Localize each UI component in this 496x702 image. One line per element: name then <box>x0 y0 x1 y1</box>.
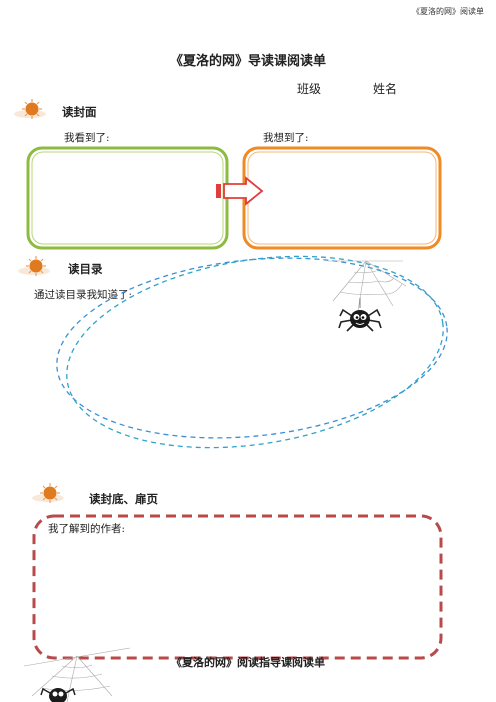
footer-title: 《夏洛的网》阅读指导课阅读单 <box>171 656 325 669</box>
orange-answer-box[interactable] <box>241 145 443 251</box>
section-title-contents: 读目录 <box>68 262 103 276</box>
red-dashed-answer-box[interactable] <box>30 512 445 662</box>
prompt-contents: 通过读目录我知道了: <box>34 289 133 301</box>
header-note: 《夏洛的网》阅读单 <box>412 7 484 16</box>
cobweb-icon <box>328 260 407 312</box>
cobweb-icon <box>23 647 131 702</box>
prompt-thought: 我想到了: <box>263 132 309 144</box>
sun-icon <box>18 256 50 276</box>
page-title: 《夏洛的网》导读课阅读单 <box>169 54 326 69</box>
sun-icon <box>32 483 64 503</box>
spider-icon <box>338 298 382 332</box>
green-answer-box[interactable] <box>25 145 230 251</box>
arrow-right-icon <box>216 176 264 206</box>
section-title-backcover: 读封底、扉页 <box>89 492 158 506</box>
sun-icon <box>14 99 46 119</box>
prompt-saw: 我看到了: <box>64 132 110 144</box>
prompt-author: 我了解到的作者: <box>48 523 126 535</box>
section-title-cover: 读封面 <box>62 105 97 119</box>
name-label: 姓名 <box>373 82 398 96</box>
blue-dashed-ellipse[interactable] <box>50 250 460 450</box>
class-label: 班级 <box>297 82 322 96</box>
spider-icon <box>40 687 76 702</box>
